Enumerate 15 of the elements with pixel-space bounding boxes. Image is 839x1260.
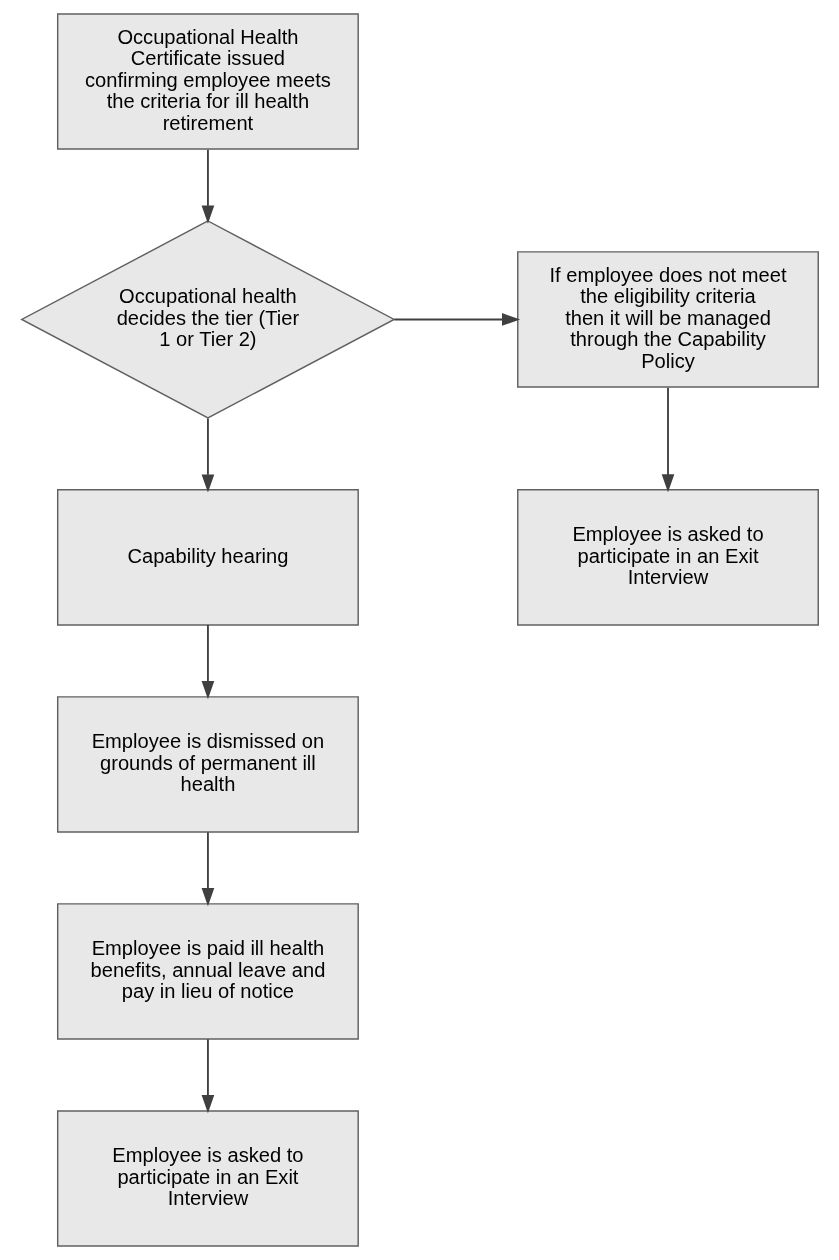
arrow — [201, 624, 214, 700]
arrow — [201, 148, 214, 224]
arrow — [392, 313, 520, 326]
node-box: Capability hearing — [56, 489, 359, 626]
node-diamond: Occupational health decides the tier (Tier 1 or Tier 2) — [19, 220, 396, 419]
node-box: Employee is asked to participate in an Exit Interview — [56, 1110, 359, 1247]
node-box: Occupational Health Certificate issued confirming employee meets the criteria for ill health retirement — [56, 13, 359, 150]
node-box: If employee does not meet the eligibility criteria then it will be managed through the Capability Policy — [516, 251, 819, 388]
node-box: Employee is paid ill health benefits, annual leave and pay in lieu of notice — [56, 903, 359, 1040]
node-box: Employee is asked to participate in an Exit Interview — [516, 489, 819, 626]
node-box: Employee is dismissed on grounds of permanent ill health — [56, 696, 359, 833]
arrow — [201, 417, 214, 493]
arrow — [201, 831, 214, 907]
arrow — [661, 386, 674, 493]
arrow — [201, 1038, 214, 1114]
